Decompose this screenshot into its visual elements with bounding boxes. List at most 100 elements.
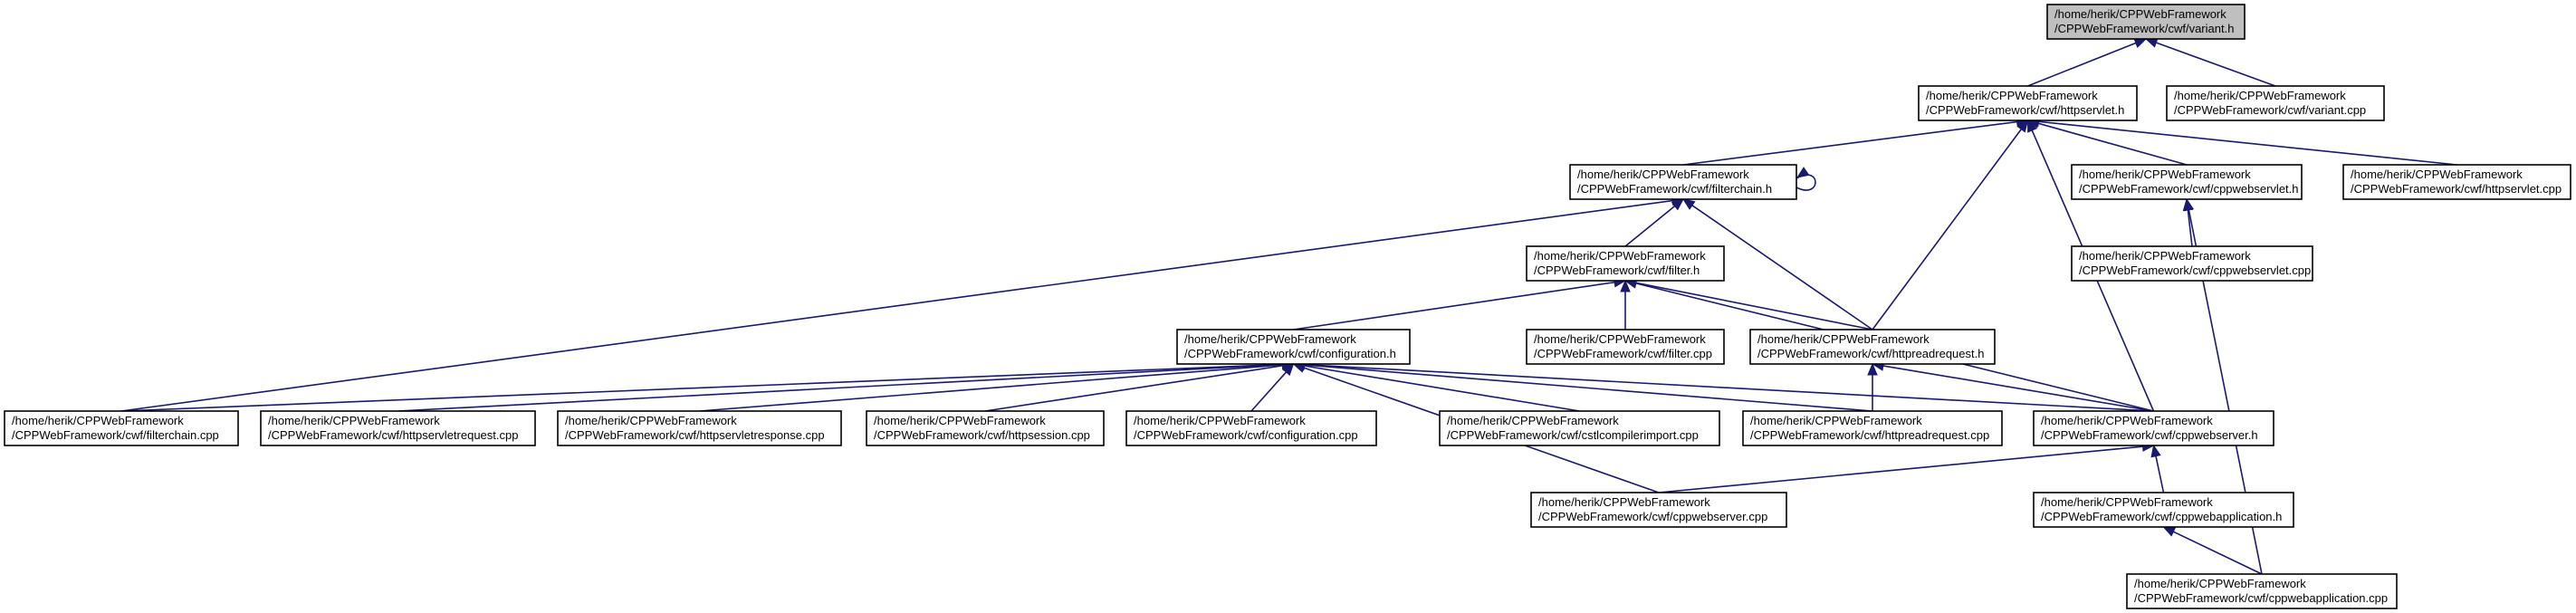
node-label-line-2: /CPPWebFramework/cwf/httpservlet.cpp [2351, 182, 2562, 196]
node-label-line-2: /CPPWebFramework/cwf/filter.h [1534, 263, 1700, 277]
node-label-line-1: /home/herik/CPPWebFramework [2174, 89, 2346, 102]
edge-httpreadrequest-cpp-to-configuration-h [1302, 364, 1873, 412]
node-httpreadrequest-cpp[interactable]: /home/herik/CPPWebFramework/CPPWebFramew… [1742, 410, 2003, 446]
node-label-line-2: /CPPWebFramework/cwf/variant.h [2054, 22, 2234, 35]
edge-configuration-cpp-to-configuration-h-arrowhead [1281, 363, 1295, 377]
node-box [2071, 245, 2313, 282]
node-label-line-2: /CPPWebFramework/cwf/httpsession.cpp [874, 428, 1090, 442]
node-label-line-1: /home/herik/CPPWebFramework [874, 414, 1046, 427]
edge-cppwebapplication-cpp-to-cppwebapplication-h-arrowhead [2162, 526, 2177, 537]
edge-configuration-cpp-to-configuration-h [1250, 369, 1288, 412]
node-label-line-2: /CPPWebFramework/cwf/httpreadrequest.h [1757, 347, 1984, 360]
node-cstlcompilerimport-cpp[interactable]: /home/herik/CPPWebFramework/CPPWebFramew… [1439, 410, 1720, 446]
node-label-line-1: /home/herik/CPPWebFramework [565, 414, 737, 427]
node-variant-h[interactable]: /home/herik/CPPWebFramework/CPPWebFramew… [2046, 4, 2246, 40]
node-label-line-1: /home/herik/CPPWebFramework [1134, 414, 1306, 427]
edge-httpsession-cpp-to-configuration-h [984, 364, 1285, 412]
node-cppwebserver-cpp[interactable]: /home/herik/CPPWebFramework/CPPWebFramew… [1530, 492, 1787, 528]
node-label-line-1: /home/herik/CPPWebFramework [1447, 414, 1619, 427]
node-httpservletrequest-cpp[interactable]: /home/herik/CPPWebFramework/CPPWebFramew… [260, 410, 536, 446]
edge-filter-cpp-to-filter-h-arrowhead [1620, 279, 1631, 292]
edge-httpreadrequest-cpp-to-httpreadrequest-h-arrowhead [1867, 362, 1878, 376]
edge-httpservlet-h-to-variant-h [2027, 41, 2139, 87]
edge-httpservletrequest-cpp-to-configuration-h [397, 363, 1285, 412]
node-box [1526, 245, 1725, 282]
node-configuration-cpp[interactable]: /home/herik/CPPWebFramework/CPPWebFramew… [1125, 410, 1377, 446]
node-label-line-2: /CPPWebFramework/cwf/cstlcompilerimport.… [1447, 428, 1699, 442]
node-variant-cpp[interactable]: /home/herik/CPPWebFramework/CPPWebFramew… [2166, 85, 2385, 121]
node-label-line-1: /home/herik/CPPWebFramework [1926, 89, 2098, 102]
edge-httpreadrequest-h-to-filterchain-h [1690, 204, 1873, 330]
node-box [1742, 410, 2003, 446]
node-httpservlet-cpp[interactable]: /home/herik/CPPWebFramework/CPPWebFramew… [2342, 164, 2571, 200]
node-box [4, 410, 239, 446]
node-label-line-2: /CPPWebFramework/cwf/cppwebservlet.cpp [2079, 263, 2311, 277]
node-label-line-2: /CPPWebFramework/cwf/cppwebapplication.h [2041, 510, 2282, 523]
node-filterchain-cpp[interactable]: /home/herik/CPPWebFramework/CPPWebFramew… [4, 410, 239, 446]
node-box [1439, 410, 1720, 446]
node-filter-cpp[interactable]: /home/herik/CPPWebFramework/CPPWebFramew… [1526, 329, 1725, 365]
node-box [1749, 329, 1996, 365]
node-label-line-1: /home/herik/CPPWebFramework [2054, 7, 2226, 21]
node-label-line-1: /home/herik/CPPWebFramework [1538, 495, 1710, 509]
node-label-line-2: /CPPWebFramework/cwf/configuration.cpp [1134, 428, 1358, 442]
node-label-line-2: /CPPWebFramework/cwf/configuration.h [1184, 347, 1396, 360]
node-box [1125, 410, 1377, 446]
node-httpsession-cpp[interactable]: /home/herik/CPPWebFramework/CPPWebFramew… [866, 410, 1105, 446]
node-configuration-h[interactable]: /home/herik/CPPWebFramework/CPPWebFramew… [1176, 329, 1411, 365]
node-label-line-2: /CPPWebFramework/cwf/cppwebserver.cpp [1538, 510, 1767, 523]
node-label-line-1: /home/herik/CPPWebFramework [2079, 249, 2251, 263]
node-label-line-1: /home/herik/CPPWebFramework [2351, 168, 2523, 181]
edge-cppwebapplication-cpp-to-cppwebapplication-h [2171, 530, 2263, 575]
node-box [866, 410, 1105, 446]
edge-httpservlet-h-to-variant-h-arrowhead [2133, 38, 2148, 48]
node-box [1526, 329, 1725, 365]
edge-filterchain-cpp-to-filterchain-h [120, 199, 1675, 412]
node-box [260, 410, 536, 446]
node-label-line-2: /CPPWebFramework/cwf/httpservletrequest.… [268, 428, 518, 442]
node-label-line-1: /home/herik/CPPWebFramework [2041, 495, 2213, 509]
node-filter-h[interactable]: /home/herik/CPPWebFramework/CPPWebFramew… [1526, 245, 1725, 282]
edge-cstlcompilerimport-cpp-to-configuration-h [1302, 364, 1580, 412]
node-box [2126, 573, 2398, 609]
node-label-line-2: /CPPWebFramework/cwf/httpservletresponse… [565, 428, 825, 442]
node-httpservletresponse-cpp[interactable]: /home/herik/CPPWebFramework/CPPWebFramew… [557, 410, 842, 446]
node-box [2033, 492, 2294, 528]
node-box [1569, 164, 1797, 200]
node-box [2033, 410, 2274, 446]
node-box [2342, 164, 2571, 200]
edge-httpreadrequest-h-to-httpservlet-h [1872, 127, 2024, 330]
edge-cppwebserver-h-to-httpservlet-h-arrowhead [2026, 119, 2037, 133]
node-httpreadrequest-h[interactable]: /home/herik/CPPWebFramework/CPPWebFramew… [1749, 329, 1996, 365]
node-filterchain-h[interactable]: /home/herik/CPPWebFramework/CPPWebFramew… [1569, 164, 1797, 200]
node-httpservlet-h[interactable]: /home/herik/CPPWebFramework/CPPWebFramew… [1918, 85, 2138, 121]
edge-cppwebserver-cpp-to-cppwebserver-h [1658, 445, 2145, 493]
edge-cppwebapplication-h-to-cppwebserver-h-arrowhead [2150, 444, 2161, 458]
edge-cppwebapplication-cpp-to-cppwebservlet-h-arrowhead [2183, 197, 2195, 212]
node-cppwebservlet-cpp[interactable]: /home/herik/CPPWebFramework/CPPWebFramew… [2071, 245, 2313, 282]
edge-cppwebservlet-cpp-to-cppwebservlet-h [2187, 207, 2193, 247]
node-box [2046, 4, 2246, 40]
edges-layer [120, 37, 2457, 575]
node-label-line-2: /CPPWebFramework/cwf/cppwebapplication.c… [2134, 591, 2388, 605]
edge-filter-h-to-filterchain-h [1624, 204, 1677, 247]
edge-variant-cpp-to-variant-h-arrowhead [2144, 37, 2159, 48]
node-cppwebapplication-cpp[interactable]: /home/herik/CPPWebFramework/CPPWebFramew… [2126, 573, 2398, 609]
edge-filterchain-h-to-httpservlet-h [1682, 120, 2019, 166]
edge-filterchain-cpp-to-configuration-h [120, 363, 1285, 412]
edge-httpservletresponse-cpp-to-configuration-h [699, 363, 1285, 412]
edge-variant-cpp-to-variant-h [2154, 41, 2276, 87]
nodes-layer: /home/herik/CPPWebFramework/CPPWebFramew… [4, 4, 2571, 609]
node-label-line-1: /home/herik/CPPWebFramework [1750, 414, 1922, 427]
edge-httpreadrequest-h-to-filter-h [1633, 282, 1873, 330]
node-label-line-2: /CPPWebFramework/cwf/filterchain.cpp [12, 428, 219, 442]
node-cppwebservlet-h[interactable]: /home/herik/CPPWebFramework/CPPWebFramew… [2071, 164, 2303, 200]
node-label-line-2: /CPPWebFramework/cwf/cppwebservlet.h [2079, 182, 2299, 196]
node-label-line-1: /home/herik/CPPWebFramework [268, 414, 440, 427]
node-box [2166, 85, 2385, 121]
node-label-line-2: /CPPWebFramework/cwf/filter.cpp [1534, 347, 1712, 360]
node-cppwebapplication-h[interactable]: /home/herik/CPPWebFramework/CPPWebFramew… [2033, 492, 2294, 528]
node-box [557, 410, 842, 446]
node-cppwebserver-h[interactable]: /home/herik/CPPWebFramework/CPPWebFramew… [2033, 410, 2274, 446]
